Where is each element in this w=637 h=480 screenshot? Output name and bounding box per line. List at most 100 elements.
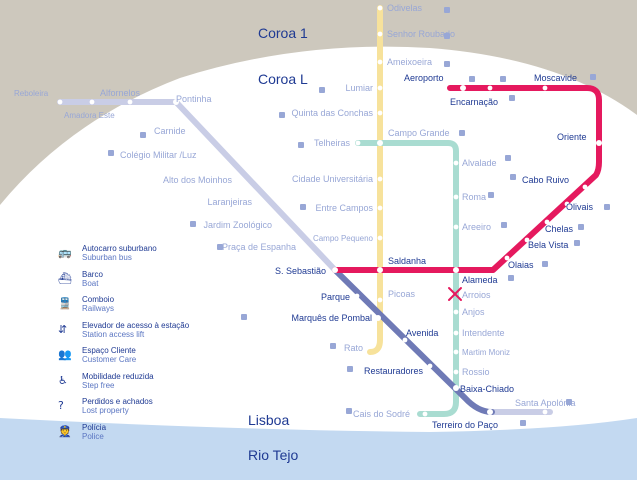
station-label-amadora-este[interactable]: Amadora Este — [64, 111, 115, 120]
station-label-jardim-zoologico[interactable]: Jardim Zoológico — [203, 220, 272, 230]
lost-property-icon: ? — [58, 399, 64, 412]
station-dot-avenida — [402, 337, 408, 343]
station-label-oriente[interactable]: Oriente — [557, 132, 587, 142]
station-label-rato[interactable]: Rato — [344, 343, 363, 353]
station-label-entre-campos[interactable]: Entre Campos — [315, 203, 373, 213]
station-dot-picoas — [377, 297, 383, 303]
station-label-chelas[interactable]: Chelas — [545, 224, 574, 234]
station-dot-baixa-chiado — [453, 385, 459, 391]
station-dot-intendente — [453, 330, 459, 336]
station-label-parque[interactable]: Parque — [321, 292, 350, 302]
station-label-arroios[interactable]: Arroios — [462, 290, 491, 300]
station-label-s-sebastiao[interactable]: S. Sebastião — [275, 266, 326, 276]
station-dot-campo-pequeno — [377, 235, 383, 241]
station-label-alfornelos[interactable]: Alfornelos — [100, 88, 141, 98]
station-label-alto-dos-moinhos[interactable]: Alto dos Moinhos — [163, 175, 233, 185]
station-label-reboleira[interactable]: Reboleira — [14, 89, 49, 98]
station-label-quinta-das-conchas[interactable]: Quinta das Conchas — [291, 108, 373, 118]
station-dot-laranjeiras — [255, 199, 261, 205]
boat-icon — [346, 408, 352, 414]
zone-label-rio-tejo: Rio Tejo — [248, 447, 299, 463]
station-label-roma[interactable]: Roma — [462, 192, 486, 202]
station-label-picoas[interactable]: Picoas — [388, 289, 416, 299]
zone-label-lisboa: Lisboa — [248, 412, 289, 428]
wheelchair-icon — [500, 76, 506, 82]
station-label-colegio-militar[interactable]: Colégio Militar /Luz — [120, 150, 197, 160]
station-label-campo-pequeno[interactable]: Campo Pequeno — [313, 234, 374, 243]
train-icon — [505, 155, 511, 161]
wheelchair-icon — [488, 192, 494, 198]
legend-item-label: Elevador de acesso à estação — [82, 320, 190, 330]
wheelchair-icon — [509, 95, 515, 101]
customer-care-icon: 👥 — [58, 348, 72, 361]
station-label-anjos[interactable]: Anjos — [462, 307, 485, 317]
train-icon — [508, 275, 514, 281]
station-label-lumiar[interactable]: Lumiar — [345, 83, 373, 93]
station-label-rossio[interactable]: Rossio — [462, 367, 490, 377]
station-label-moscavide[interactable]: Moscavide — [534, 73, 577, 83]
station-label-pontinha[interactable]: Pontinha — [176, 94, 212, 104]
wheelchair-icon — [330, 343, 336, 349]
station-dot-santa-apolonia — [542, 409, 548, 415]
station-label-alameda[interactable]: Alameda — [462, 275, 498, 285]
yellow-line — [367, 5, 383, 355]
station-label-odivelas[interactable]: Odivelas — [387, 3, 423, 13]
station-dot-quinta-das-conchas — [377, 110, 383, 116]
station-label-martim-moniz[interactable]: Martim Moniz — [462, 348, 510, 357]
legend-item-label: Perdidos e achados — [82, 397, 153, 406]
wheelchair-icon — [444, 7, 450, 13]
zone-label-coroa-1: Coroa 1 — [258, 25, 308, 41]
station-label-baixa-chiado[interactable]: Baixa-Chiado — [460, 384, 514, 394]
green-line — [355, 140, 459, 417]
station-label-marques-de-pombal[interactable]: Marquês de Pombal — [291, 313, 372, 323]
wheelchair-icon — [347, 366, 353, 372]
station-dot-chelas — [544, 219, 550, 225]
legend-item-label: Mobilidade reduzida — [82, 371, 154, 381]
station-label-ameixoeira[interactable]: Ameixoeira — [387, 57, 432, 67]
wheelchair-icon — [574, 240, 580, 246]
plane-icon — [469, 76, 475, 82]
station-label-santa-apolonia[interactable]: Santa Apolónia — [515, 398, 576, 408]
station-label-restauradores[interactable]: Restauradores — [364, 366, 424, 376]
station-label-terreiro-do-paco[interactable]: Terreiro do Paço — [432, 420, 498, 430]
station-dot-odivelas — [377, 5, 383, 11]
station-label-cidade-universitaria[interactable]: Cidade Universitária — [292, 174, 373, 184]
station-dot-restauradores — [427, 363, 433, 369]
legend-item-label: Comboio — [82, 295, 115, 304]
station-label-cabo-ruivo[interactable]: Cabo Ruivo — [522, 175, 569, 185]
station-label-bela-vista[interactable]: Bela Vista — [528, 240, 568, 250]
train-icon — [190, 221, 196, 227]
train-icon — [300, 204, 306, 210]
red-line — [332, 85, 602, 273]
bus-icon — [217, 244, 223, 250]
station-label-aeroporto[interactable]: Aeroporto — [404, 73, 444, 83]
station-dot-cidade-universitaria — [377, 176, 383, 182]
station-dot-alameda — [453, 267, 459, 273]
station-label-praca-de-espanha[interactable]: Praça de Espanha — [222, 242, 296, 252]
station-label-olivais[interactable]: Olivais — [566, 202, 594, 212]
station-label-saldanha[interactable]: Saldanha — [388, 256, 426, 266]
station-label-encarnacao[interactable]: Encarnação — [450, 97, 498, 107]
wheelchair-icon — [578, 224, 584, 230]
station-label-avenida[interactable]: Avenida — [406, 328, 438, 338]
station-label-campo-grande[interactable]: Campo Grande — [388, 128, 450, 138]
station-dot-encarnacao — [487, 85, 493, 91]
train-icon — [501, 222, 507, 228]
station-label-laranjeiras[interactable]: Laranjeiras — [207, 197, 252, 207]
wheelchair-icon — [520, 420, 526, 426]
station-label-carnide[interactable]: Carnide — [154, 126, 186, 136]
station-label-alvalade[interactable]: Alvalade — [462, 158, 497, 168]
bus-icon — [590, 74, 596, 80]
station-label-cais-do-sodre[interactable]: Cais do Sodré — [353, 409, 410, 419]
station-dot-aeroporto — [460, 85, 466, 91]
legend-item-sublabel: Railways — [82, 304, 115, 313]
station-label-areeiro[interactable]: Areeiro — [462, 222, 491, 232]
station-label-intendente[interactable]: Intendente — [462, 328, 505, 338]
station-dot-entre-campos — [377, 205, 383, 211]
station-label-senhor-roubado[interactable]: Senhor Roubado — [387, 29, 455, 39]
station-label-olaias[interactable]: Olaias — [508, 260, 534, 270]
station-dot-oriente — [596, 140, 602, 146]
station-label-telheiras[interactable]: Telheiras — [314, 138, 351, 148]
